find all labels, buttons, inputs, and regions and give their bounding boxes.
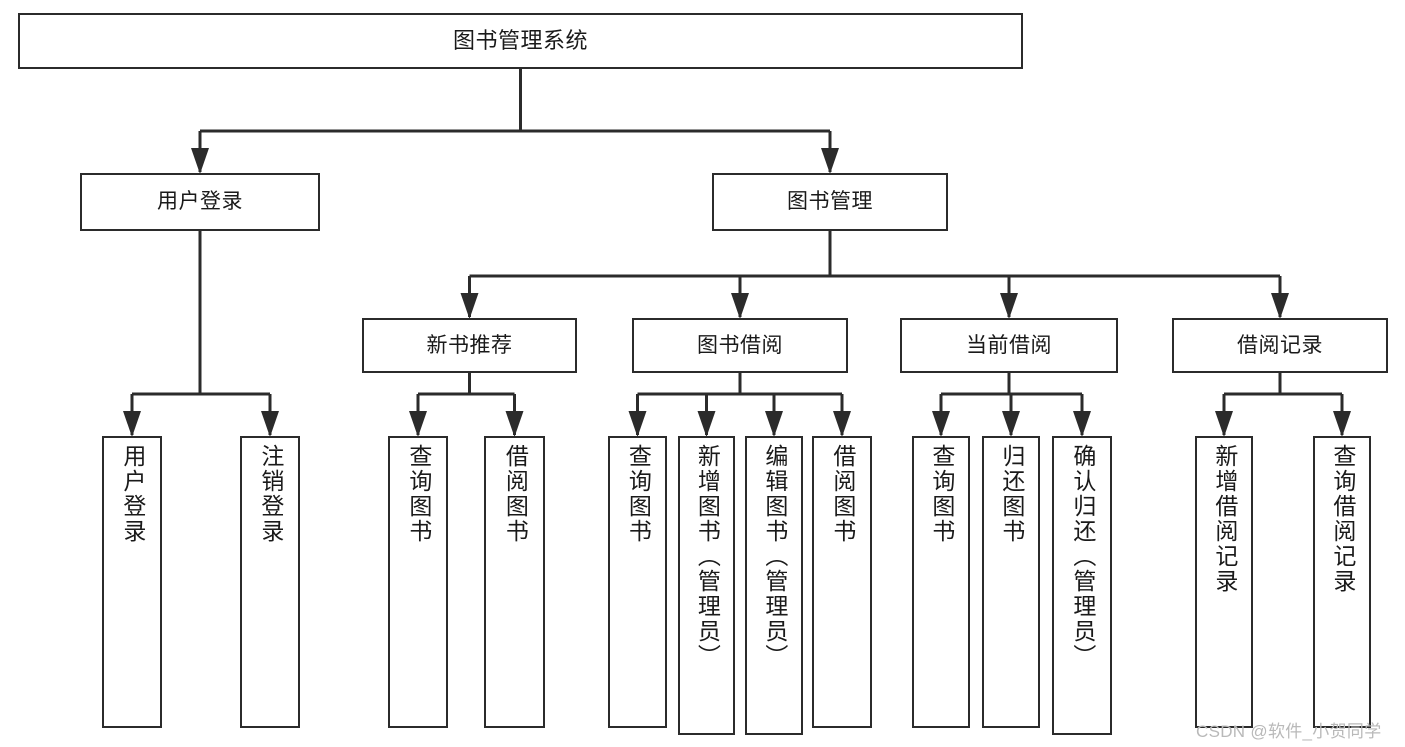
node-label: 查询借阅记录 bbox=[1329, 444, 1356, 594]
node-leaf1[interactable]: 用户登录 bbox=[102, 436, 162, 728]
watermark-text: CSDN @软件_小贺同学 bbox=[1196, 722, 1382, 741]
node-label: 新书推荐 bbox=[426, 333, 513, 357]
node-label: 新增图书（管理员） bbox=[694, 444, 721, 669]
node-borrow[interactable]: 图书借阅 bbox=[632, 318, 848, 373]
node-label: 注销登录 bbox=[257, 444, 284, 544]
node-leaf13[interactable]: 查询借阅记录 bbox=[1313, 436, 1371, 728]
node-leaf9[interactable]: 查询图书 bbox=[912, 436, 970, 728]
node-leaf11[interactable]: 确认归还（管理员） bbox=[1052, 436, 1112, 735]
node-leaf2[interactable]: 注销登录 bbox=[240, 436, 300, 728]
node-label: 借阅图书 bbox=[502, 444, 529, 544]
node-label: 编辑图书（管理员） bbox=[761, 444, 788, 669]
node-label: 确认归还（管理员） bbox=[1069, 444, 1096, 669]
node-leaf12[interactable]: 新增借阅记录 bbox=[1195, 436, 1253, 728]
node-label: 查询图书 bbox=[625, 444, 652, 544]
node-label: 图书管理 bbox=[787, 190, 873, 214]
node-leaf6[interactable]: 新增图书（管理员） bbox=[678, 436, 735, 735]
node-leaf8[interactable]: 借阅图书 bbox=[812, 436, 872, 728]
node-root[interactable]: 图书管理系统 bbox=[18, 13, 1023, 69]
node-label: 当前借阅 bbox=[966, 333, 1052, 357]
node-newbook[interactable]: 新书推荐 bbox=[362, 318, 577, 373]
node-bookmgmt[interactable]: 图书管理 bbox=[712, 173, 948, 231]
node-records[interactable]: 借阅记录 bbox=[1172, 318, 1388, 373]
node-leaf7[interactable]: 编辑图书（管理员） bbox=[745, 436, 803, 735]
node-label: 借阅记录 bbox=[1237, 333, 1323, 357]
node-leaf4[interactable]: 借阅图书 bbox=[484, 436, 545, 728]
node-label: 新增借阅记录 bbox=[1211, 444, 1238, 594]
node-label: 图书管理系统 bbox=[452, 27, 588, 53]
node-label: 归还图书 bbox=[998, 444, 1025, 544]
node-label: 查询图书 bbox=[405, 444, 432, 544]
node-leaf10[interactable]: 归还图书 bbox=[982, 436, 1040, 728]
node-label: 用户登录 bbox=[157, 190, 243, 214]
node-login[interactable]: 用户登录 bbox=[80, 173, 320, 231]
node-label: 借阅图书 bbox=[829, 444, 856, 544]
node-label: 图书借阅 bbox=[697, 333, 783, 357]
node-leaf3[interactable]: 查询图书 bbox=[388, 436, 448, 728]
node-label: 查询图书 bbox=[928, 444, 955, 544]
node-leaf5[interactable]: 查询图书 bbox=[608, 436, 667, 728]
node-label: 用户登录 bbox=[119, 444, 146, 544]
node-current[interactable]: 当前借阅 bbox=[900, 318, 1118, 373]
